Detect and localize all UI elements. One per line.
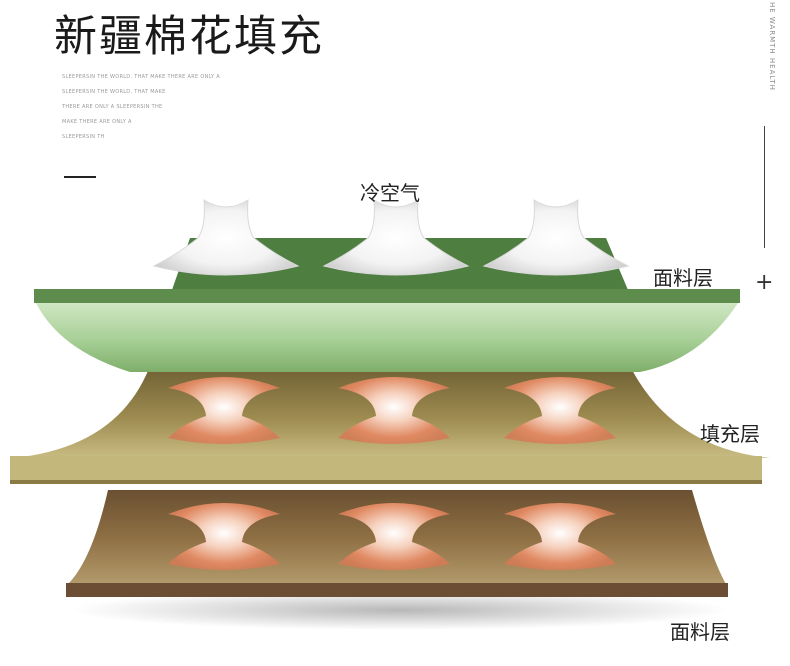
subtitle-line: SLEEPERSIN TH [62,134,105,140]
subtitle-line: MAKE THERE ARE ONLY A [62,119,132,125]
vertical-caption: HE WARMTH HEALTH [768,2,776,91]
label-cold-air: 冷空气 [360,181,420,205]
cold-air-puff-icon [483,199,629,276]
cold-air-puff-icon [323,199,469,276]
page-title: 新疆棉花填充 [54,12,324,62]
plus-icon: + [755,270,774,295]
label-fabric-bottom: 面料层 [670,620,730,644]
label-filling: 填充层 [700,422,760,446]
vertical-divider [764,126,765,248]
divider-dash [64,176,96,178]
label-fabric-top: 面料层 [653,266,713,290]
subtitle-line: THERE ARE ONLY A SLEEPERSIN THE [62,104,163,110]
subtitle-line: SLEEPERSIN THE WORLD. THAT MAKE [62,89,166,95]
ground-shadow [70,590,730,630]
cold-air-puff-icon [153,199,299,276]
subtitle-text: SLEEPERSIN THE WORLD. THAT MAKE THERE AR… [62,70,220,145]
subtitle-line: SLEEPERSIN THE WORLD. THAT MAKE THERE AR… [62,74,220,80]
